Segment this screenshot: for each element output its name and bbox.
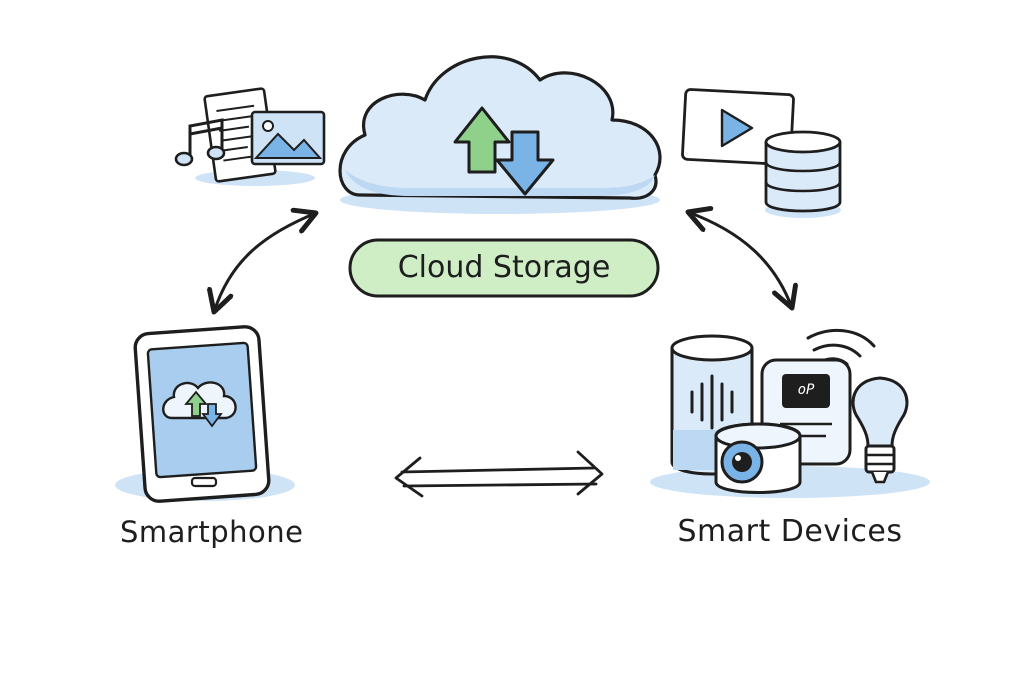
upload-arrow-icon	[453, 106, 511, 174]
image-icon	[250, 110, 326, 166]
smart-devices-label: Smart Devices	[677, 514, 903, 549]
music-note-icon	[174, 118, 226, 167]
cloud-devices-sync-arrow	[688, 212, 792, 308]
files-group	[174, 87, 326, 186]
cloud-phone-sync-arrow	[214, 213, 316, 312]
phone-download-icon	[201, 403, 223, 428]
smart-devices-group	[650, 328, 930, 498]
cloud-storage-label: Cloud Storage	[397, 250, 611, 285]
phone-upload-icon	[184, 390, 208, 417]
thermostat-display-text: oP	[797, 382, 815, 398]
smartphone-label: Smartphone	[120, 515, 304, 549]
download-arrow-icon	[495, 130, 555, 196]
camera-icon	[714, 422, 802, 494]
phone-devices-sync-arrow	[394, 450, 604, 498]
database-icon	[764, 130, 842, 218]
light-bulb-icon	[851, 376, 909, 484]
smartphone-icon	[115, 325, 295, 503]
cloud-storage-pill	[348, 238, 660, 298]
media-group	[681, 88, 842, 218]
cloud-icon	[338, 55, 662, 214]
